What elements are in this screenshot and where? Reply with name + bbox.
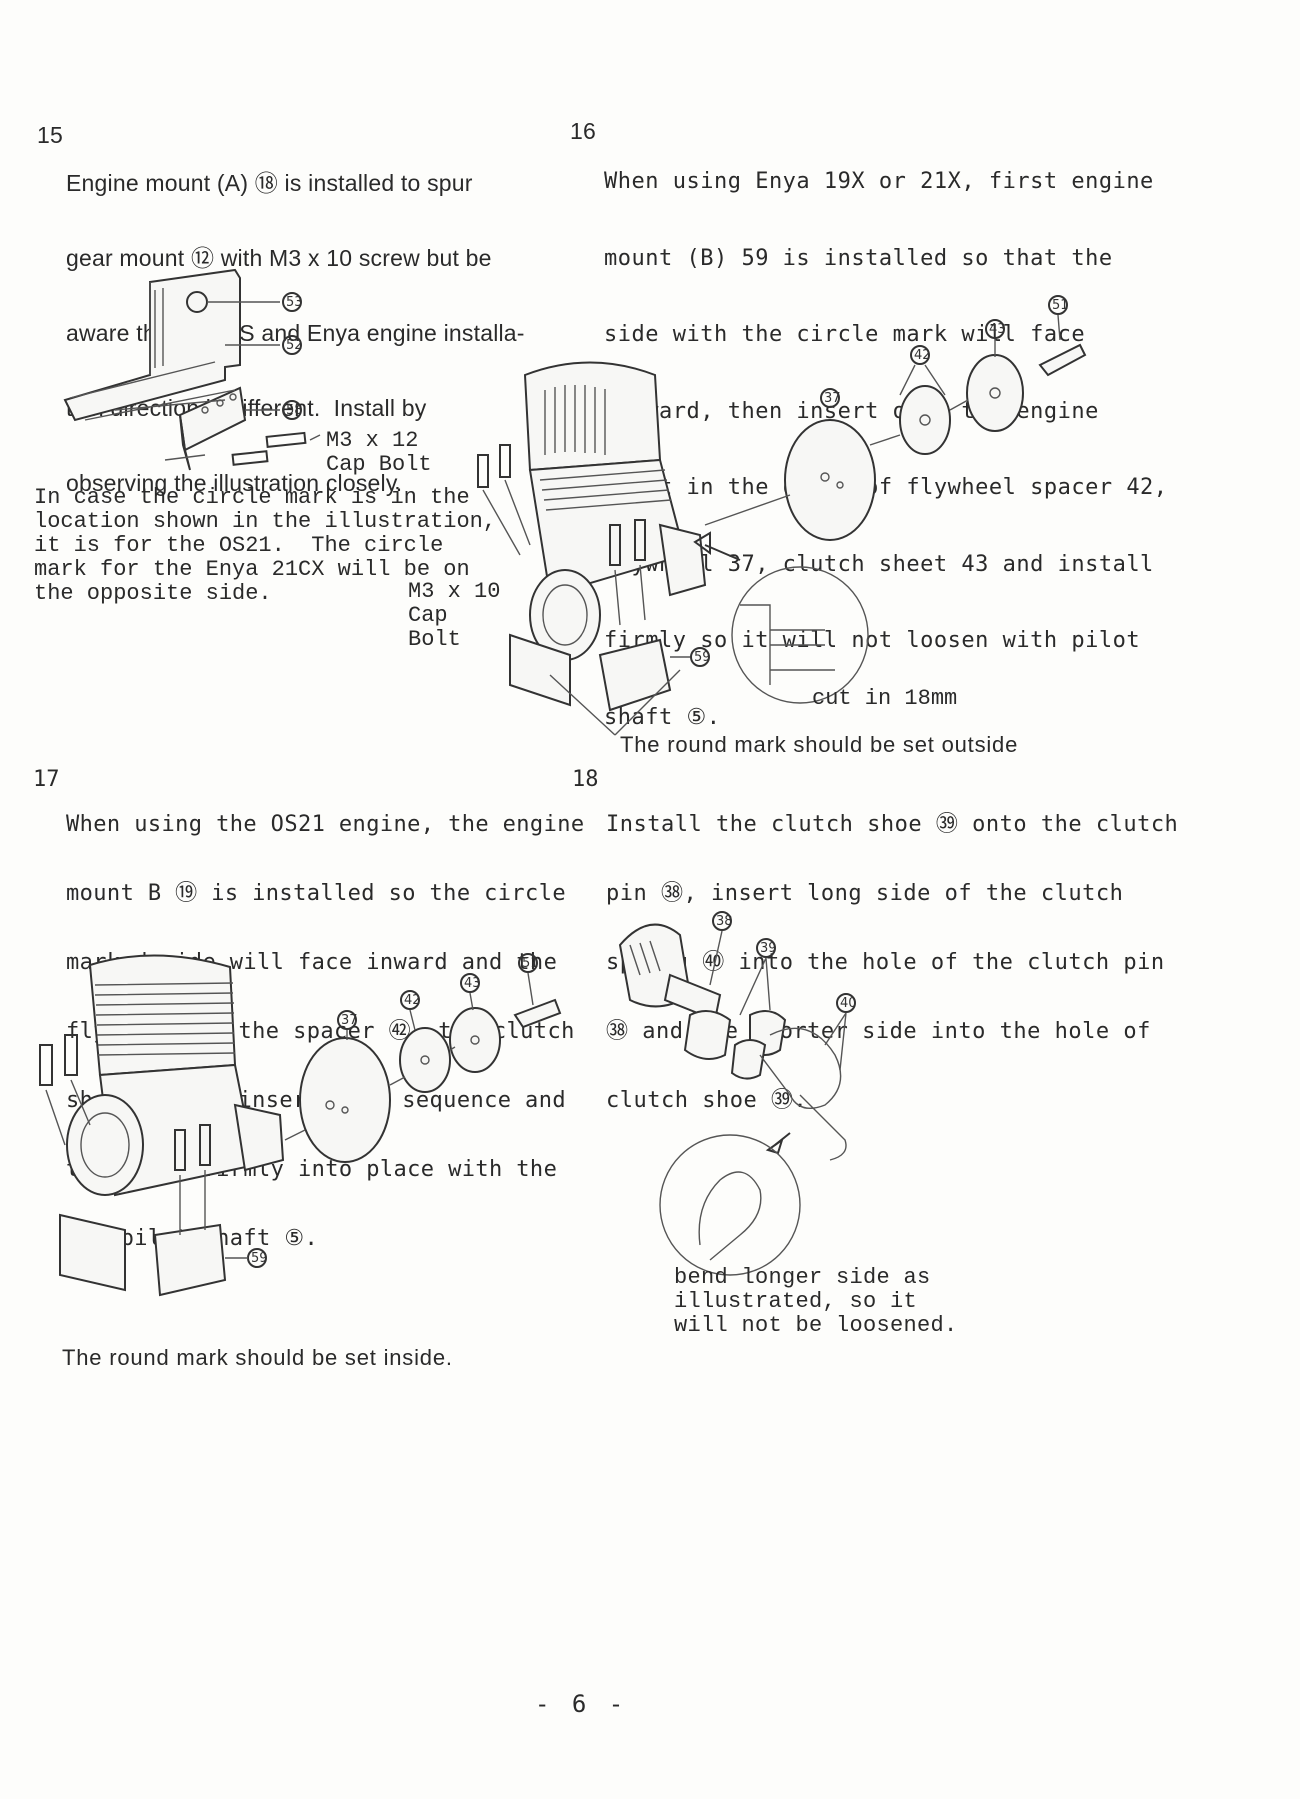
step-16-line: flywheel 37, clutch sheet 43 and install (604, 551, 1154, 577)
step-18-line: pin ㊳, insert long side of the clutch (606, 881, 1124, 906)
step-17-number: 17 (33, 767, 60, 792)
svg-text:38: 38 (716, 914, 733, 929)
fig16-caption: The round mark should be set outside (620, 732, 1019, 757)
svg-text:59: 59 (694, 650, 711, 665)
step-15-line: observing the illustration closely. (66, 470, 403, 496)
fig15-bolt-label: M3 x 12 Cap Bolt (326, 428, 432, 477)
figure-17-engine-assembly-illustration: 37 42 43 51 59 (39, 953, 562, 1297)
step-15-line: Engine mount (A) ⑱ is installed to spur (66, 170, 473, 196)
step-15-number: 15 (37, 122, 63, 148)
svg-text:37: 37 (341, 1013, 358, 1028)
svg-text:52: 52 (286, 338, 303, 353)
step-16-line: When using Enya 19X or 21X, first engine (604, 169, 1154, 194)
svg-text:42: 42 (914, 348, 931, 363)
step-15-line: gear mount ⑫ with M3 x 10 screw but be (66, 245, 492, 271)
svg-text:42: 42 (404, 993, 421, 1008)
svg-text:59: 59 (251, 1251, 268, 1266)
fig17-caption: The round mark should be set inside. (62, 1345, 453, 1370)
svg-text:43: 43 (464, 976, 481, 991)
step-17-line: mount B ⑲ is installed so the circle (66, 881, 566, 906)
step-16-line: shaft ⑤. (604, 704, 721, 730)
step-16-line: mount (B) 59 is installed so that the (604, 245, 1113, 271)
svg-text:40: 40 (840, 996, 857, 1011)
step-18-text: Install the clutch shoe ㊴ onto the clutc… (606, 767, 1178, 1135)
page-number: - 6 - (535, 1690, 628, 1718)
step-15-text: Engine mount (A) ⑱ is installed to spur … (66, 121, 525, 521)
figure-16-engine-assembly-illustration: 37 42 43 51 59 (477, 295, 1087, 736)
figure-18-clutch-assembly-illustration: 38 39 40 (618, 911, 857, 1276)
fig16-bolt-label: M3 x 10 Cap Bolt (408, 579, 501, 652)
svg-text:43: 43 (989, 322, 1006, 337)
step-17-line: When using the OS21 engine, the engine (66, 812, 585, 837)
step-18-line: clutch shoe ㊴. (606, 1088, 808, 1113)
svg-text:51: 51 (522, 956, 539, 971)
svg-text:58: 58 (286, 403, 303, 418)
step-18-number: 18 (572, 767, 599, 792)
fig15-note: In case the circle mark is in the locati… (34, 485, 497, 606)
svg-text:51: 51 (1052, 298, 1069, 313)
svg-text:39: 39 (760, 941, 777, 956)
step-18-line: Install the clutch shoe ㊴ onto the clutc… (606, 812, 1179, 837)
step-16-number: 16 (570, 118, 596, 144)
svg-text:37: 37 (824, 391, 841, 406)
fig15-callout: 53 (286, 295, 303, 310)
figure-15-engine-mount-illustration: 53 52 58 (63, 268, 321, 471)
fig16-cut-label: cut in 18mm (812, 686, 958, 711)
fig18-note: bend longer side as illustrated, so it w… (674, 1265, 958, 1338)
